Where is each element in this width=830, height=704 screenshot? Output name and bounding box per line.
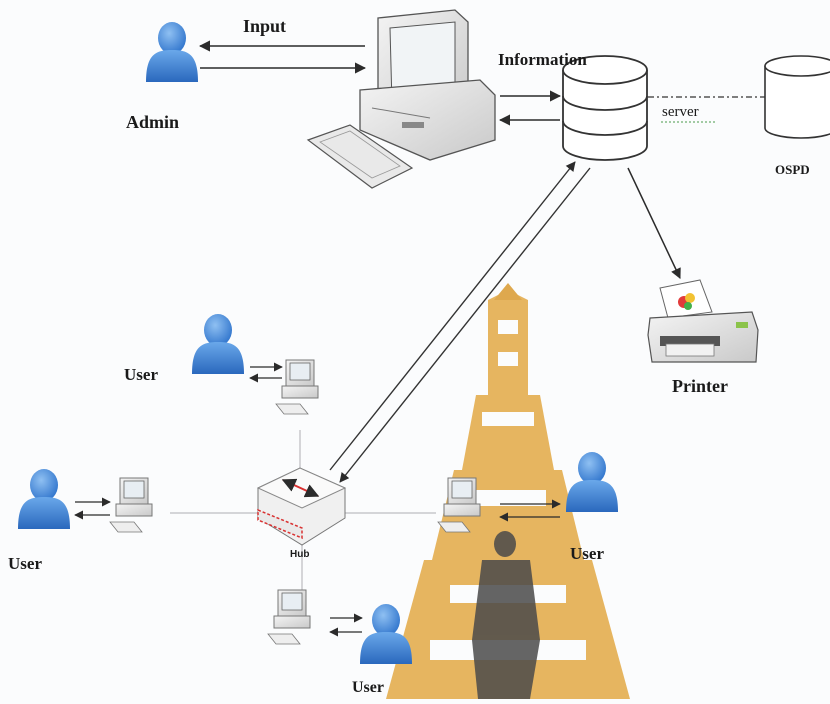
input-label: Input xyxy=(243,16,287,36)
computer-db-arrows xyxy=(498,90,562,126)
user-left-arrows xyxy=(74,497,111,520)
admin-person-icon xyxy=(146,22,198,82)
printer-label: Printer xyxy=(672,376,728,396)
admin-arrows xyxy=(198,40,367,74)
user-left-label: User xyxy=(8,554,42,573)
information-label: Information xyxy=(498,50,587,69)
printer-icon xyxy=(647,279,759,363)
db-hub-arrows xyxy=(329,161,591,483)
user-right-arrows xyxy=(499,499,561,522)
database-server-icon xyxy=(562,55,648,161)
server-label: server xyxy=(662,104,699,120)
hub-label: Hub xyxy=(290,549,310,560)
user-bottom-arrows xyxy=(329,613,363,637)
user-bottom-label: User xyxy=(352,679,384,696)
user-top-arrows xyxy=(249,362,283,383)
user-right-label: User xyxy=(570,544,604,563)
user-left-computer-icon xyxy=(109,477,153,533)
network-links xyxy=(170,430,436,590)
main-computer-icon xyxy=(306,9,496,189)
db-printer-arrow xyxy=(627,167,681,279)
user-top-computer-icon xyxy=(275,359,319,415)
ospd-label: OSPD xyxy=(775,162,810,177)
user-top-person-icon xyxy=(192,314,244,374)
user-bottom-computer-icon xyxy=(267,589,311,645)
user-left-person-icon xyxy=(18,469,70,529)
watermark-silhouette xyxy=(472,531,540,699)
admin-label: Admin xyxy=(126,112,180,132)
user-top-label: User xyxy=(124,365,158,384)
hub-icon xyxy=(256,467,347,546)
ospd-database-icon xyxy=(764,55,830,139)
user-right-person-icon xyxy=(566,452,618,512)
